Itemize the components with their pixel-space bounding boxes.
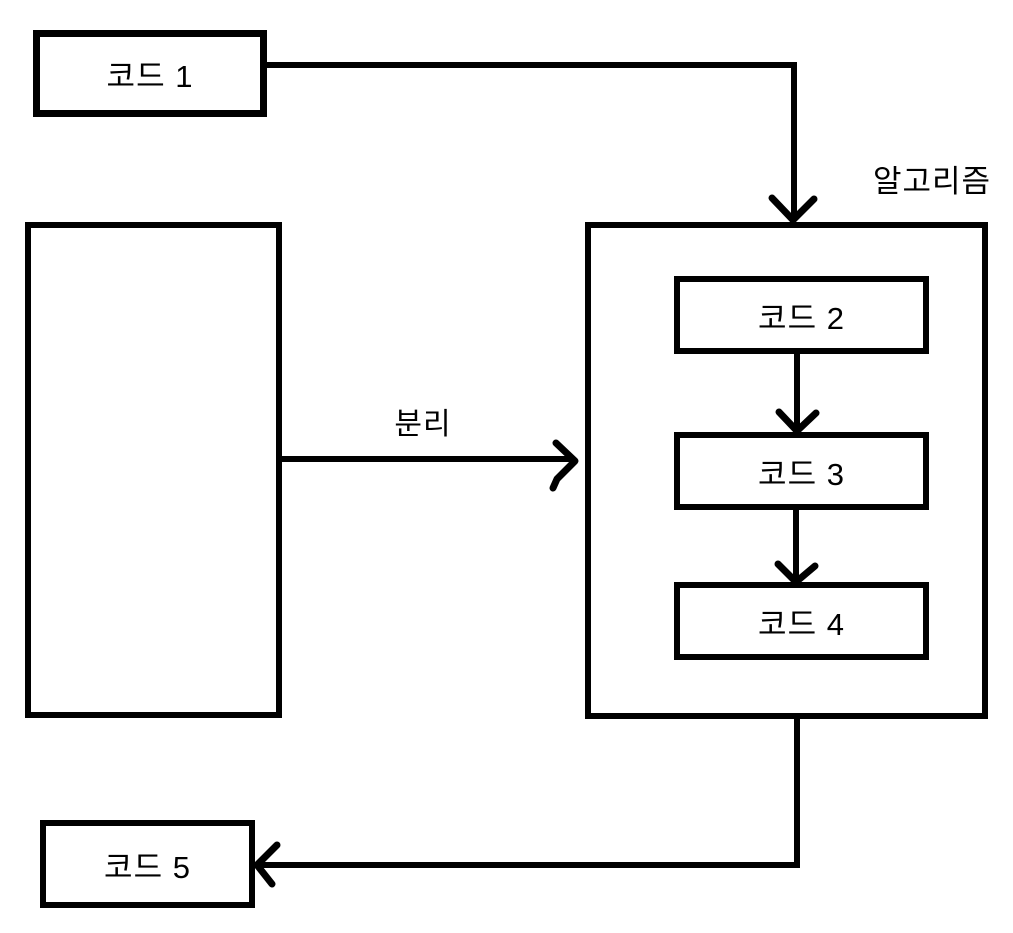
node-code5: 코드 5 <box>40 820 255 908</box>
node-code1: 코드 1 <box>33 30 267 117</box>
node-source-box <box>25 222 282 718</box>
arrowhead-left-code5-icon <box>253 841 281 888</box>
node-code4: 코드 4 <box>674 582 929 660</box>
node-code2: 코드 2 <box>674 276 929 354</box>
node-code3: 코드 3 <box>674 432 929 510</box>
connector-code1-to-algorithm <box>267 62 797 217</box>
node-code4-label: 코드 4 <box>758 606 845 642</box>
node-code5-label: 코드 5 <box>104 849 191 885</box>
node-code2-label: 코드 2 <box>758 300 845 336</box>
connector-algorithm-to-code5 <box>261 719 800 868</box>
node-algorithm-container <box>585 222 988 719</box>
algorithm-title: 알고리즘 <box>872 164 992 199</box>
node-code1-label: 코드 1 <box>106 59 194 94</box>
arrowhead-down-algorithm-icon <box>768 194 818 224</box>
node-code3-label: 코드 3 <box>758 456 845 492</box>
arrowhead-right-separation-icon <box>549 439 579 492</box>
separation-label: 분리 <box>394 408 452 441</box>
